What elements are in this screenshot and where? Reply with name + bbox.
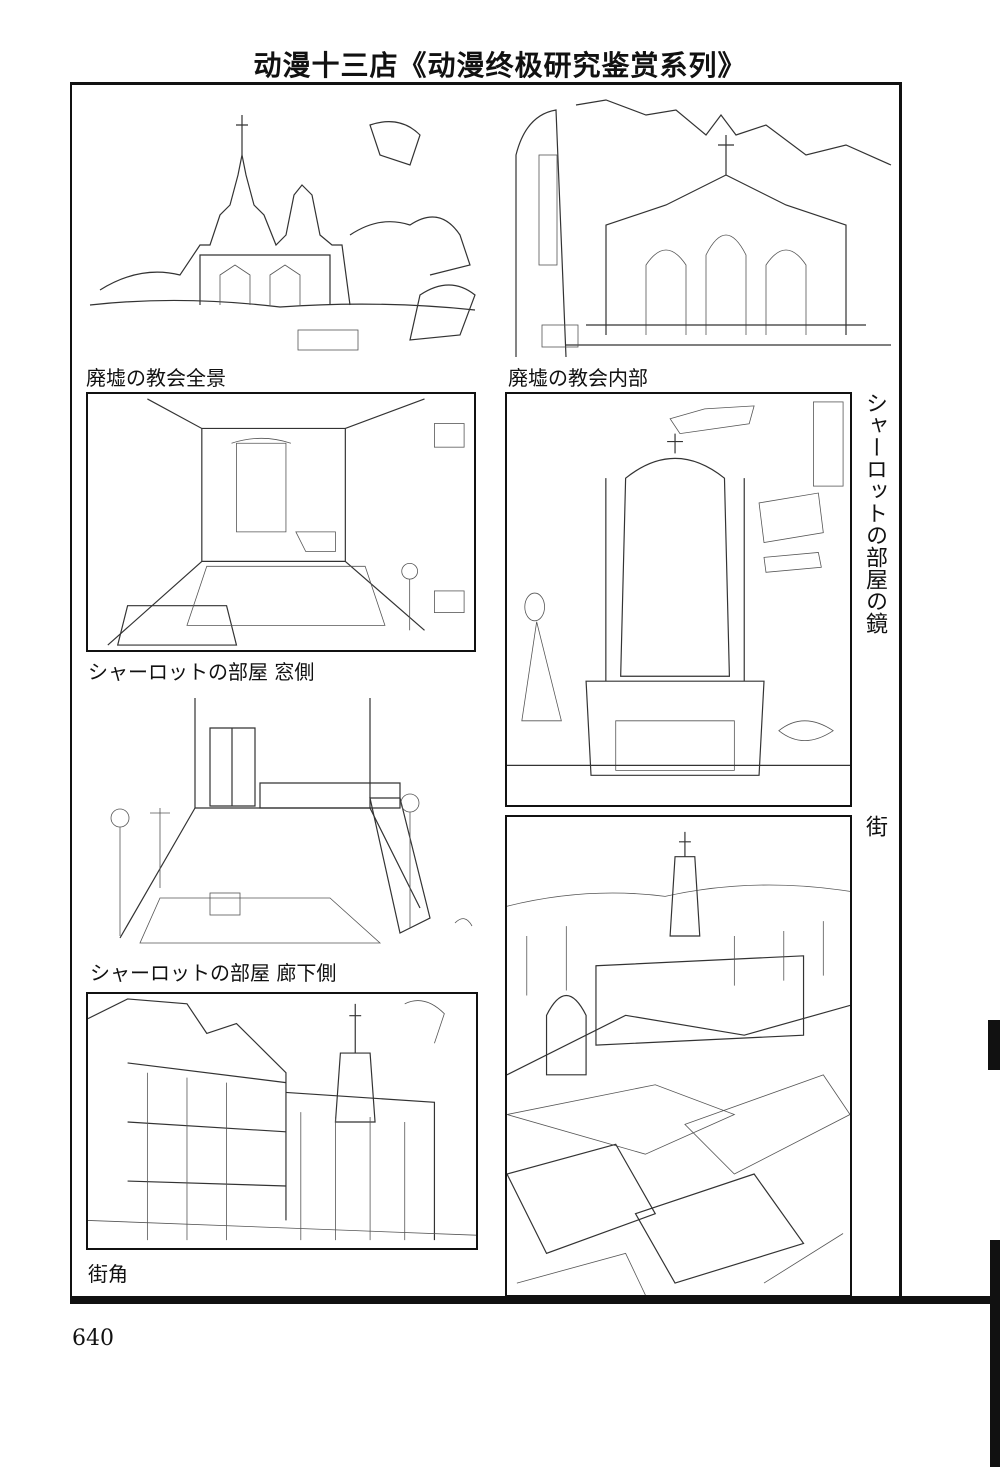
ruined-church-exterior-sketch xyxy=(80,95,480,355)
ruined-church-exterior-drawing xyxy=(89,115,476,351)
town-caption: 街 xyxy=(862,815,887,837)
edge-bar xyxy=(990,1240,1000,1467)
charlotte-room-corridor-sketch xyxy=(100,688,480,950)
charlotte-room-window-caption: シャーロットの部屋 窓側 xyxy=(88,660,315,684)
charlotte-room-mirror-drawing xyxy=(507,401,850,776)
charlotte-room-corridor-caption: シャーロットの部屋 廊下側 xyxy=(90,961,337,985)
adjacent-page-edge xyxy=(985,60,1000,1467)
ruined-church-interior-caption: 廃墟の教会内部 xyxy=(508,366,648,390)
ruined-church-interior-drawing xyxy=(515,99,892,357)
street-corner-caption: 街角 xyxy=(88,1262,128,1286)
town-drawing xyxy=(507,831,850,1295)
charlotte-room-window-drawing xyxy=(107,398,465,646)
page-number: 640 xyxy=(72,1326,114,1351)
charlotte-room-corridor-drawing xyxy=(110,698,473,944)
street-corner-drawing xyxy=(88,998,476,1241)
charlotte-room-mirror-sketch xyxy=(505,392,852,807)
page-frame xyxy=(70,82,902,1302)
page-frame-bottom-rule xyxy=(70,1296,1000,1304)
charlotte-room-window-sketch xyxy=(86,392,476,652)
edge-bar xyxy=(988,1020,1000,1070)
ruined-church-interior-sketch xyxy=(506,95,896,357)
charlotte-room-mirror-caption: シャーロットの部屋の鏡 xyxy=(862,392,887,634)
town-sketch xyxy=(505,815,852,1297)
page-title: 动漫十三店《动漫终极研究鉴赏系列》 xyxy=(253,49,747,82)
ruined-church-exterior-caption: 廃墟の教会全景 xyxy=(86,366,226,390)
street-corner-sketch xyxy=(86,992,478,1250)
